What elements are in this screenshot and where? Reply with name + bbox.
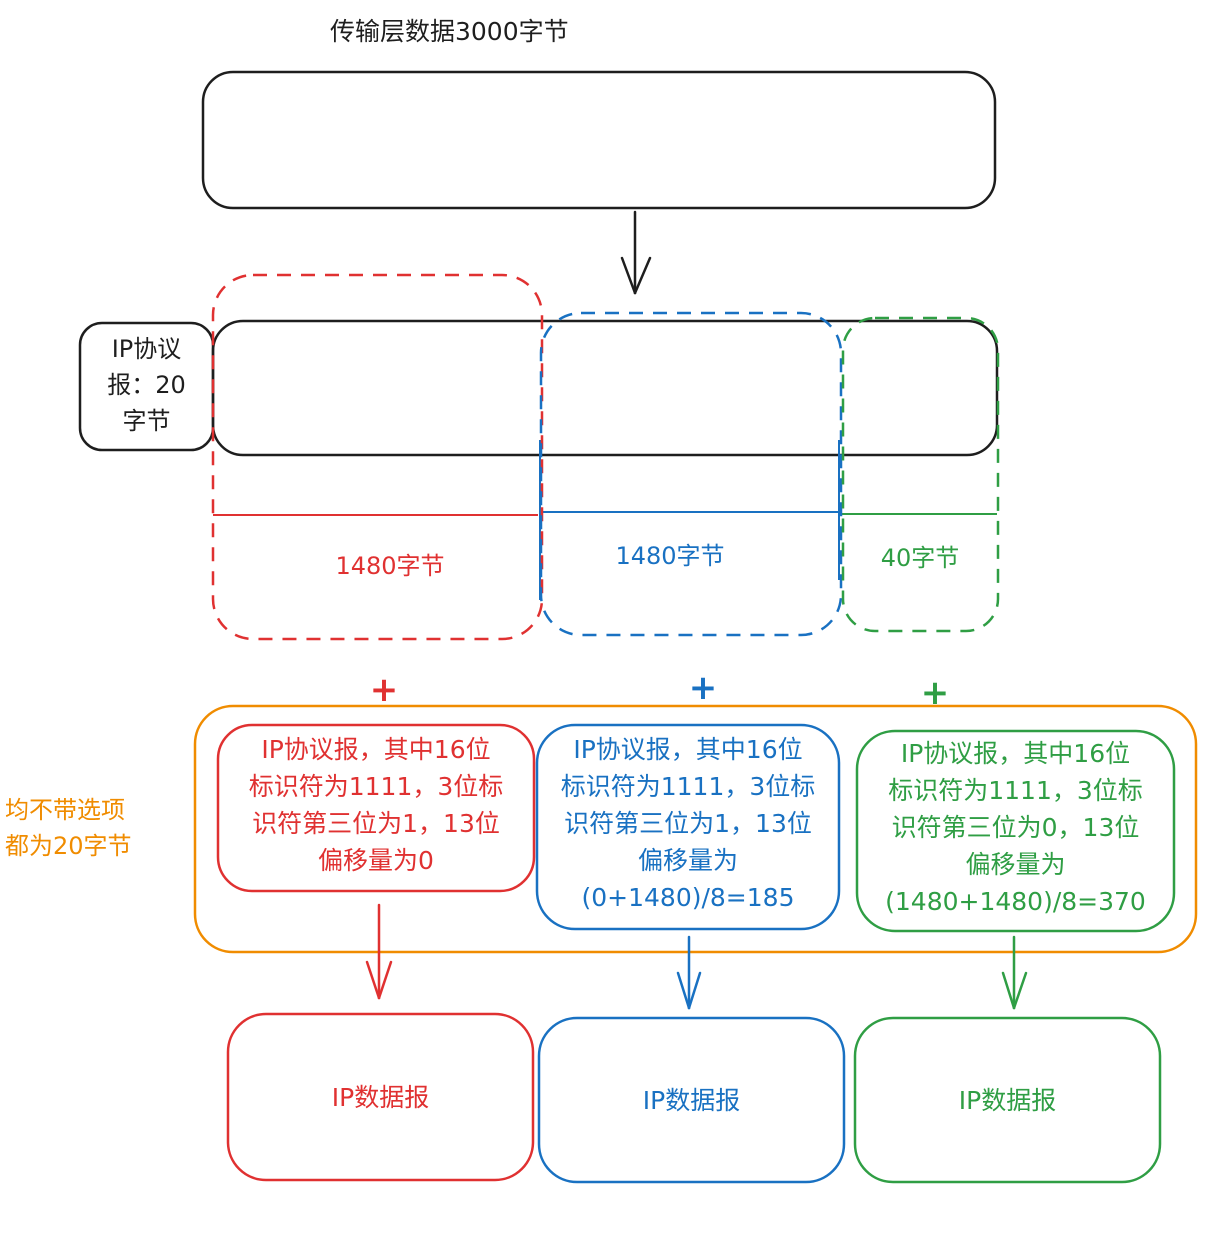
header-group-box bbox=[193, 704, 1198, 954]
datagram-label-blue: IP数据报 bbox=[642, 1086, 741, 1115]
down-arrow-icon bbox=[620, 210, 652, 295]
header-box-green bbox=[855, 729, 1176, 933]
arrow-green-icon bbox=[1001, 935, 1028, 1010]
datagram-box-red bbox=[226, 1012, 535, 1182]
plus-icon-green: + bbox=[920, 673, 950, 713]
ip-header-label: IP协议 报：20 字节 bbox=[107, 335, 186, 435]
segment-label-red: 1480字节 bbox=[335, 552, 445, 580]
plus-icon-blue: + bbox=[688, 668, 718, 708]
header-text-blue: IP协议报，其中16位 标识符为1111，3位标 识符第三位为1，13位 偏移量… bbox=[560, 735, 816, 912]
datagram-box-green bbox=[853, 1016, 1162, 1184]
data-row-box bbox=[211, 319, 999, 457]
segment-label-green: 40字节 bbox=[880, 544, 960, 572]
note-label: 均不带选项 都为20字节 bbox=[5, 796, 132, 860]
header-box-red bbox=[216, 723, 536, 893]
datagram-label-green: IP数据报 bbox=[958, 1086, 1057, 1115]
header-box-blue bbox=[535, 723, 841, 931]
fragment-outline-green bbox=[841, 316, 1000, 633]
datagram-box-blue bbox=[537, 1016, 846, 1184]
datagram-label-red: IP数据报 bbox=[331, 1083, 430, 1112]
header-text-red: IP协议报，其中16位 标识符为1111，3位标 识符第三位为1，13位 偏移量… bbox=[248, 735, 504, 875]
plus-icon-red: + bbox=[369, 670, 399, 710]
fragment-outline-red bbox=[211, 273, 544, 641]
arrow-red-icon bbox=[365, 903, 393, 1000]
header-text-green: IP协议报，其中16位 标识符为1111，3位标 识符第三位为0，13位 偏移量… bbox=[885, 739, 1146, 916]
transport-data-box bbox=[201, 70, 997, 210]
segment-label-blue: 1480字节 bbox=[615, 542, 725, 570]
transport-data-title: 传输层数据3000字节 bbox=[330, 17, 569, 46]
fragment-outline-blue bbox=[539, 311, 843, 637]
arrow-blue-icon bbox=[676, 935, 702, 1010]
